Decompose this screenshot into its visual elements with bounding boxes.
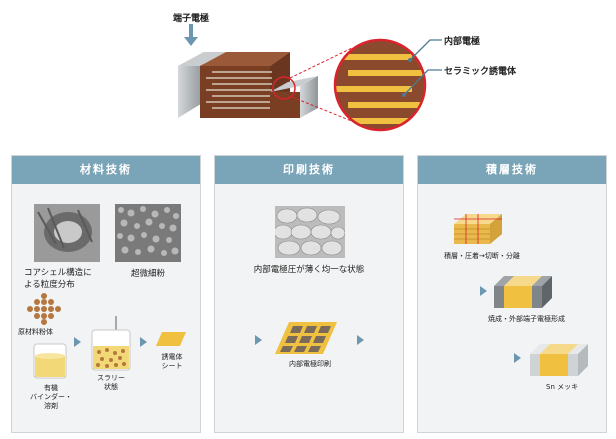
slurry-beaker-icon	[90, 316, 132, 372]
slurry-label: スラリー 状態	[88, 374, 134, 392]
thin-electrode-caption: 内部電極圧が薄く均一な状態	[219, 263, 399, 275]
fired-chip-icon	[492, 274, 554, 310]
electrode-sem-photo	[275, 206, 345, 258]
lamination-block-icon	[452, 212, 504, 246]
binder-label: 有機 バインダー・ 溶剤	[20, 384, 82, 411]
binder-beaker-icon	[32, 342, 68, 380]
dielectric-sheet-icon	[154, 330, 188, 348]
core-shell-photo	[34, 204, 100, 262]
panel-title: 材料技術	[12, 156, 200, 184]
terminal-pointer-arrow	[184, 24, 198, 46]
internal-electrode-layers	[206, 72, 272, 108]
sheet-label: 誘電体 シート	[148, 353, 196, 371]
panel-title: 積層技術	[418, 156, 606, 184]
mlcc-cutaway-illustration	[0, 0, 616, 150]
arrow-in	[255, 335, 262, 345]
raw-powder-icon	[26, 292, 62, 326]
raw-powder-label: 原材料粉体	[18, 327, 53, 337]
arrow-to-sheet	[140, 337, 147, 347]
arrow-to-firing	[480, 286, 487, 296]
electrode-printing-icon	[273, 320, 339, 356]
ultrafine-powder-photo	[115, 204, 181, 262]
plating-step-label: Sn メッキ	[546, 382, 578, 392]
top-illustration: 端子電極 内部電極 セラミック誘電体	[0, 0, 616, 150]
panel-printing: 印刷技術 内部電極圧が薄く均一な状態 内部電極印刷	[214, 155, 404, 433]
panel-lamination: 積層技術 積層・圧着→切断・分離 焼成・外部端子電極形成 Sn メッキ	[417, 155, 607, 433]
panel-materials: 材料技術 コアシェル構造に よる粒度分布 超微細粉 原材料粉体 有機 バインダー…	[11, 155, 201, 433]
arrow-to-slurry	[74, 337, 81, 347]
plated-chip-icon	[528, 342, 590, 378]
core-shell-caption: コアシェル構造に よる粒度分布	[24, 267, 110, 291]
ultrafine-caption: 超微細粉	[112, 267, 184, 279]
arrow-out	[357, 335, 364, 345]
panel-title: 印刷技術	[215, 156, 403, 184]
arrow-to-plating	[514, 353, 521, 363]
printing-label: 内部電極印刷	[255, 359, 365, 369]
lamination-step-label: 積層・圧着→切断・分離	[444, 251, 520, 261]
firing-step-label: 焼成・外部端子電極形成	[488, 314, 565, 324]
